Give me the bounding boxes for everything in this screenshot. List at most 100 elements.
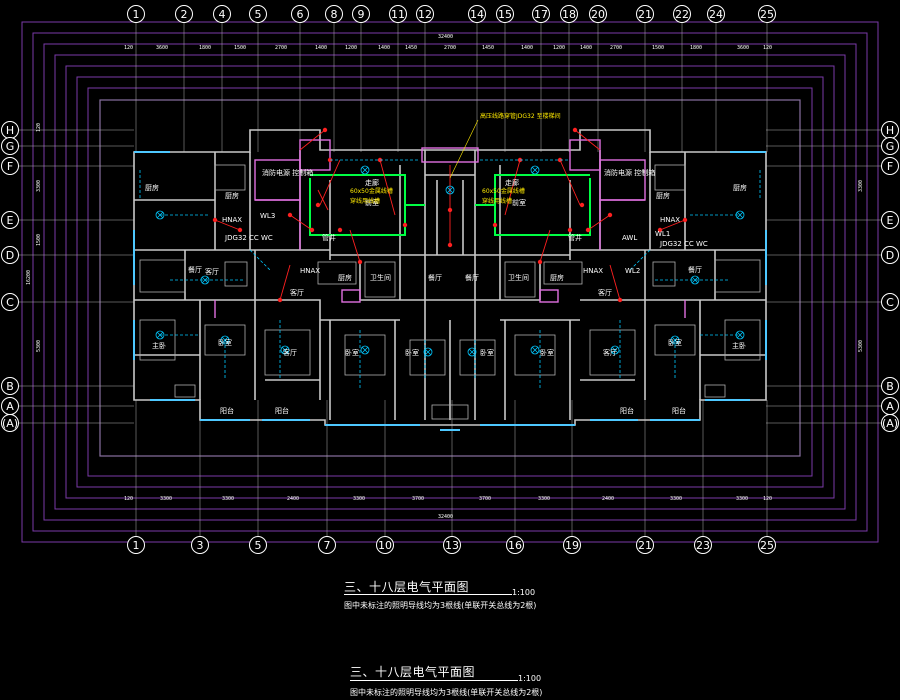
tag-hnax-left-2: HNAX: [300, 267, 320, 275]
svg-text:F: F: [887, 160, 893, 173]
svg-text:120: 120: [36, 123, 42, 132]
light-fixture-icon: [735, 330, 745, 340]
svg-text:16: 16: [508, 539, 522, 552]
light-fixture-icon: [445, 185, 455, 195]
svg-text:E: E: [7, 214, 14, 227]
axis-bubble-left-7: A: [1, 397, 19, 415]
device-marker: [315, 202, 321, 208]
axis-bubble-bottom-3: 3: [191, 536, 209, 554]
svg-text:24: 24: [709, 8, 723, 21]
svg-text:3300: 3300: [36, 180, 42, 192]
svg-text:1400: 1400: [378, 45, 390, 51]
room-label-bedroom-right-4: 卧室: [480, 348, 494, 357]
axis-bubble-bottom-7: 7: [318, 536, 336, 554]
title-underline-1: [344, 594, 512, 595]
device-marker: [567, 227, 573, 233]
drawing-scale-1: 1:100: [512, 588, 536, 597]
axis-bubble-top-5: 5: [249, 5, 267, 23]
svg-text:11: 11: [391, 8, 405, 21]
light-fixture-icon: [610, 345, 620, 355]
axis-bubble-top-11: 11: [389, 5, 407, 23]
svg-text:25: 25: [760, 539, 774, 552]
svg-text:1400: 1400: [580, 45, 592, 51]
axis-bubble-bottom-21: 21: [636, 536, 654, 554]
room-label-balcony-left: 阳台: [220, 406, 234, 415]
device-marker: [447, 207, 453, 213]
tag-hnax-right-2: HNAX: [660, 216, 680, 224]
room-label-hall-right: 前室: [512, 198, 526, 207]
device-marker: [607, 212, 613, 218]
tag-jdg-left: JDG32 CC WC: [224, 234, 273, 242]
axis-bubble-bottom-13: 13: [443, 536, 461, 554]
svg-text:1500: 1500: [652, 45, 664, 51]
room-label-shaft-left: 管井: [322, 233, 336, 242]
room-label-bedroom-right: 主卧: [732, 341, 746, 350]
axis-bubble-bottom-23: 23: [694, 536, 712, 554]
svg-text:G: G: [886, 140, 895, 153]
device-marker: [337, 227, 343, 233]
svg-text:1450: 1450: [405, 45, 417, 51]
room-label-corridor-right: 走廊: [505, 178, 519, 187]
svg-text:20: 20: [591, 8, 605, 21]
axis-bubble-bottom-5: 5: [249, 536, 267, 554]
svg-text:5: 5: [255, 539, 262, 552]
room-label-bedroom-left-2: 卧室: [218, 338, 232, 347]
light-fixture-icon: [155, 330, 165, 340]
room-label-dining-left: 餐厅: [188, 265, 202, 274]
axis-bubble-right-2: F: [881, 157, 899, 175]
device-marker: [309, 227, 315, 233]
svg-text:5300: 5300: [858, 340, 864, 352]
room-label-kitchen-right: 厨房: [733, 183, 747, 192]
drawing-scale-2: 1:100: [518, 674, 542, 683]
device-marker: [657, 227, 663, 233]
room-label-kitchen-right-2: 厨房: [656, 191, 670, 200]
drawing-note-2-wrap: 图中未标注的照明导线均为3根线(单联开关总线为2根): [350, 687, 542, 698]
svg-text:1400: 1400: [315, 45, 327, 51]
svg-text:C: C: [6, 296, 14, 309]
room-label-living-right: 客厅: [598, 288, 612, 297]
svg-text:1800: 1800: [690, 45, 702, 51]
svg-text:5300: 5300: [36, 340, 42, 352]
light-fixtures: [155, 165, 745, 357]
device-marker: [579, 202, 585, 208]
axis-bubble-top-24: 24: [707, 5, 725, 23]
light-fixture-icon: [423, 347, 433, 357]
svg-text:8: 8: [331, 8, 338, 21]
axis-bubble-left-1: G: [1, 137, 19, 155]
light-fixture-icon: [530, 165, 540, 175]
trunking-note-left: 60x50金属线槽: [350, 187, 393, 195]
svg-text:A: A: [886, 400, 894, 413]
axis-bubble-bottom-16: 16: [506, 536, 524, 554]
axis-bubble-right-7: A: [881, 397, 899, 415]
riser-note: 高压线路穿管JDG32 至楼梯间: [480, 112, 561, 120]
svg-text:1500: 1500: [36, 234, 42, 246]
svg-text:H: H: [6, 124, 14, 137]
svg-text:3: 3: [197, 539, 204, 552]
axis-bubble-top-20: 20: [589, 5, 607, 23]
room-label-bedroom-right-2: 卧室: [668, 338, 682, 347]
svg-text:3600: 3600: [156, 45, 168, 51]
room-label-balcony-right-2: 阳台: [672, 406, 686, 415]
panel-note-right: 消防电源 控制箱: [604, 168, 655, 177]
device-marker: [287, 212, 293, 218]
room-label-balcony-left-2: 阳台: [275, 406, 289, 415]
room-label-kitchen-left-2: 厨房: [225, 191, 239, 200]
room-label-living-left-2: 客厅: [290, 288, 304, 297]
svg-text:23: 23: [696, 539, 710, 552]
building-boundary: [99, 99, 801, 457]
svg-text:(A): (A): [2, 417, 18, 430]
svg-text:F: F: [7, 160, 13, 173]
room-labels: 厨房 厨房 餐厅 客厅 客厅 主卧 卧室 客厅 卧室 卧室 阳台 阳台 前室 走…: [145, 178, 747, 415]
room-label-living-left: 客厅: [205, 267, 219, 276]
trunking-note-right-2: 穿线用线槽: [482, 197, 512, 205]
light-fixture-icon: [200, 275, 210, 285]
svg-text:1450: 1450: [482, 45, 494, 51]
axis-bubble-bottom-19: 19: [563, 536, 581, 554]
drawing-title-heading-2: 三、十八层电气平面图: [350, 665, 476, 679]
device-marker: [617, 297, 623, 303]
axis-bubble-top-15: 15: [496, 5, 514, 23]
axis-bubble-right-0: H: [881, 121, 899, 139]
room-label-living-right-2: 客厅: [603, 348, 617, 357]
